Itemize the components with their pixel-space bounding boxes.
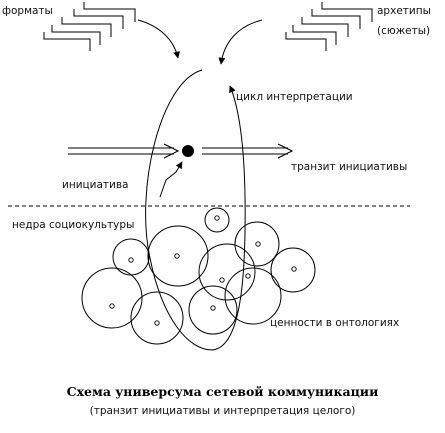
format-frame-2 xyxy=(73,9,124,29)
interpretation-cycle-left xyxy=(145,69,213,351)
format-frame-1 xyxy=(83,2,136,22)
initiative-point xyxy=(182,145,194,157)
archetypes-arrow xyxy=(218,19,263,65)
values-in-ontologies-label: ценности в онтологиях xyxy=(270,317,400,329)
sociocultural-depths-label: недра социокультуры xyxy=(12,219,135,231)
value-circle-centers xyxy=(109,215,297,326)
formats-label: форматы xyxy=(2,5,53,17)
value-circle xyxy=(147,225,209,287)
initiative-label: инициатива xyxy=(62,179,129,191)
formats-stack xyxy=(43,2,136,51)
transit-arrow xyxy=(202,143,294,159)
formats-arrow xyxy=(137,19,181,59)
archetype-frame-1 xyxy=(321,2,373,22)
archetypes-label: архетипы xyxy=(377,5,431,17)
initiative-pointer xyxy=(159,161,183,198)
format-frame-3 xyxy=(61,17,112,37)
archetype-frame-3 xyxy=(301,17,349,37)
value-circle xyxy=(224,267,282,325)
plots-label: (сюжеты) xyxy=(377,25,431,37)
caption-title: Схема универсума сетевой коммуникации xyxy=(66,384,379,399)
archetype-frame-4 xyxy=(292,25,337,45)
archetype-frame-5 xyxy=(285,32,327,51)
incoming-initiative-arrow xyxy=(68,143,180,159)
value-circle xyxy=(270,247,316,293)
archetype-frame-2 xyxy=(311,9,361,29)
value-circle xyxy=(81,267,143,329)
archetypes-stack xyxy=(285,2,373,51)
format-frame-5 xyxy=(43,32,91,51)
value-circle xyxy=(198,243,256,301)
value-circle xyxy=(188,285,238,335)
caption-subtitle: (транзит инициативы и интерпретация цело… xyxy=(89,405,356,417)
interpretation-cycle-label: цикл интерпретации xyxy=(236,91,353,103)
value-circle xyxy=(234,221,280,267)
format-frame-4 xyxy=(51,25,101,45)
initiative-transit-label: транзит инициативы xyxy=(291,161,408,173)
interpretation-cycle-right xyxy=(211,85,246,351)
value-circle xyxy=(112,238,150,276)
value-circle xyxy=(204,207,230,233)
value-circles xyxy=(81,207,316,345)
value-circle xyxy=(130,291,184,345)
